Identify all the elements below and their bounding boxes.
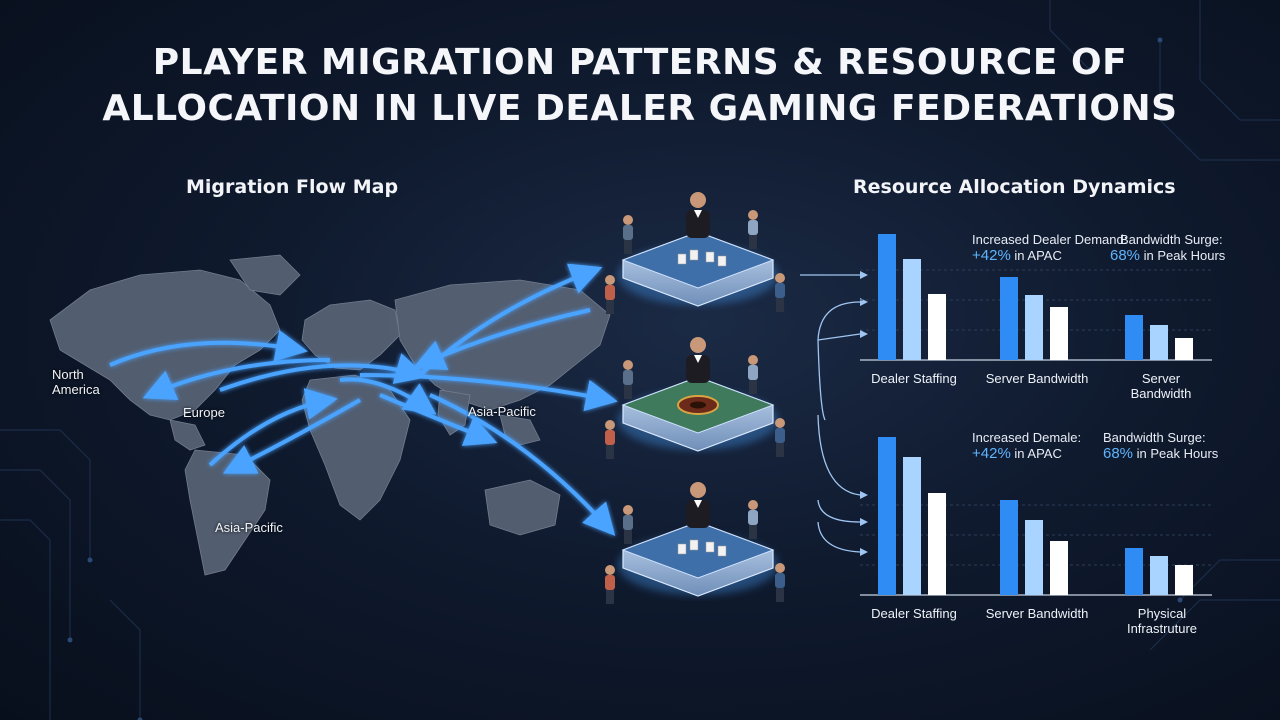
annotation-value: 68% — [1103, 445, 1134, 462]
dealer-tables-column — [605, 192, 785, 604]
bar — [1000, 500, 1018, 595]
player-icon — [605, 565, 615, 604]
region-label-europe: Europe — [183, 405, 225, 420]
chart2-category-label: Physical Infrastruture — [1126, 606, 1198, 636]
bar — [878, 234, 896, 360]
region-label-north-america: North America — [52, 367, 100, 397]
playing-card-icon — [677, 253, 687, 265]
bar — [1050, 541, 1068, 595]
player-icon — [775, 563, 785, 602]
flow-arrow — [429, 393, 616, 536]
bar — [878, 437, 896, 595]
chart1-annotation-bandwidth: Bandwidth Surge: 68% in Peak Hours — [1110, 232, 1226, 264]
title-line-1: PLAYER MIGRATION PATTERNS & RESOURCE OF — [152, 42, 1128, 83]
chart2-category-label: Dealer Staffing — [871, 606, 957, 621]
resource-bar-charts — [860, 234, 1212, 596]
bar — [1125, 315, 1143, 360]
chart1-category-label: Dealer Staffing — [871, 371, 957, 386]
bar — [928, 493, 946, 595]
south-america-landmass — [184, 449, 271, 576]
bar — [1025, 520, 1043, 595]
player-icon — [623, 505, 633, 544]
playing-card-icon — [689, 249, 699, 261]
annotation-label: Bandwidth Surge: — [1103, 430, 1206, 445]
region-label-asia-pacific-south: Asia-Pacific — [215, 520, 283, 535]
annotation-value: +42% — [972, 247, 1011, 264]
bar — [928, 294, 946, 360]
africa-landmass — [301, 374, 411, 521]
flow-arrow — [359, 373, 618, 412]
flow-arrow — [109, 329, 308, 367]
world-map — [49, 254, 618, 576]
dealer-icon — [686, 355, 710, 383]
chart1-category-label: Server Bandwidth — [1130, 371, 1192, 401]
north-america-landmass — [49, 269, 281, 421]
bar — [1150, 325, 1168, 360]
chart2-category-label: Server Bandwidth — [985, 606, 1089, 621]
flow-arrow — [379, 393, 498, 446]
dealer-icon — [686, 210, 710, 238]
playing-card-icon — [705, 251, 715, 263]
roulette-table — [605, 337, 785, 459]
flow-arrow — [222, 398, 361, 474]
playing-card-icon — [677, 543, 687, 555]
migration-arrows — [109, 263, 618, 536]
annotation-label: Increased Dealer Demand: — [972, 232, 1128, 247]
annotation-suffix: in Peak Hours — [1136, 446, 1219, 461]
playing-card-icon — [717, 545, 727, 557]
australia-landmass — [484, 479, 561, 536]
bar — [1175, 565, 1193, 595]
asia-landmass — [394, 279, 611, 411]
bar — [903, 457, 921, 595]
resource-section-title: Resource Allocation Dynamics — [853, 176, 1176, 198]
page-title: PLAYER MIGRATION PATTERNS & RESOURCE OF … — [0, 40, 1280, 132]
flow-arrow — [219, 353, 428, 392]
connector-lines — [800, 271, 868, 556]
central-america-landmass — [169, 419, 206, 451]
player-icon — [775, 273, 785, 312]
playing-card-icon — [717, 255, 727, 267]
blackjack-table — [605, 482, 785, 604]
bar — [1125, 548, 1143, 595]
player-icon — [748, 210, 758, 249]
player-icon — [605, 420, 615, 459]
player-icon — [748, 355, 758, 394]
annotation-suffix: in Peak Hours — [1143, 248, 1226, 263]
flow-arrow — [412, 308, 591, 371]
dealer-icon — [686, 500, 710, 528]
flow-arrow — [142, 358, 331, 401]
bar — [903, 259, 921, 360]
annotation-suffix: in APAC — [1014, 248, 1062, 263]
annotation-value: 68% — [1110, 247, 1141, 264]
bar — [1150, 556, 1168, 595]
annotation-label: Increased Demale: — [972, 430, 1082, 445]
player-icon — [775, 418, 785, 457]
greenland-landmass — [229, 254, 301, 296]
annotation-suffix: in APAC — [1014, 446, 1062, 461]
player-icon — [748, 500, 758, 539]
bar — [1025, 295, 1043, 360]
region-label-asia-pacific: Asia-Pacific — [468, 404, 536, 419]
chart2-annotation-bandwidth: Bandwidth Surge: 68% in Peak Hours — [1103, 430, 1218, 462]
bar — [1000, 277, 1018, 360]
blackjack-table — [605, 192, 785, 314]
playing-card-icon — [689, 539, 699, 551]
title-line-2: ALLOCATION IN LIVE DEALER GAMING FEDERAT… — [102, 88, 1178, 129]
map-section-title: Migration Flow Map — [186, 176, 399, 198]
player-icon — [623, 215, 633, 254]
playing-card-icon — [705, 541, 715, 553]
chart1-annotation-dealer-demand: Increased Dealer Demand: +42% in APAC — [972, 232, 1127, 264]
player-icon — [605, 275, 615, 314]
player-icon — [623, 360, 633, 399]
flow-arrow — [339, 377, 437, 415]
chart1-category-label: Server Bandwidth — [985, 371, 1089, 386]
chart2-annotation-demand: Increased Demale: +42% in APAC — [972, 430, 1081, 462]
annotation-label: Bandwidth Surge: — [1120, 232, 1223, 247]
europe-landmass — [301, 299, 401, 371]
annotation-value: +42% — [972, 445, 1011, 462]
bar — [1175, 338, 1193, 360]
bar — [1050, 307, 1068, 360]
southeast-asia-landmass — [499, 414, 541, 446]
